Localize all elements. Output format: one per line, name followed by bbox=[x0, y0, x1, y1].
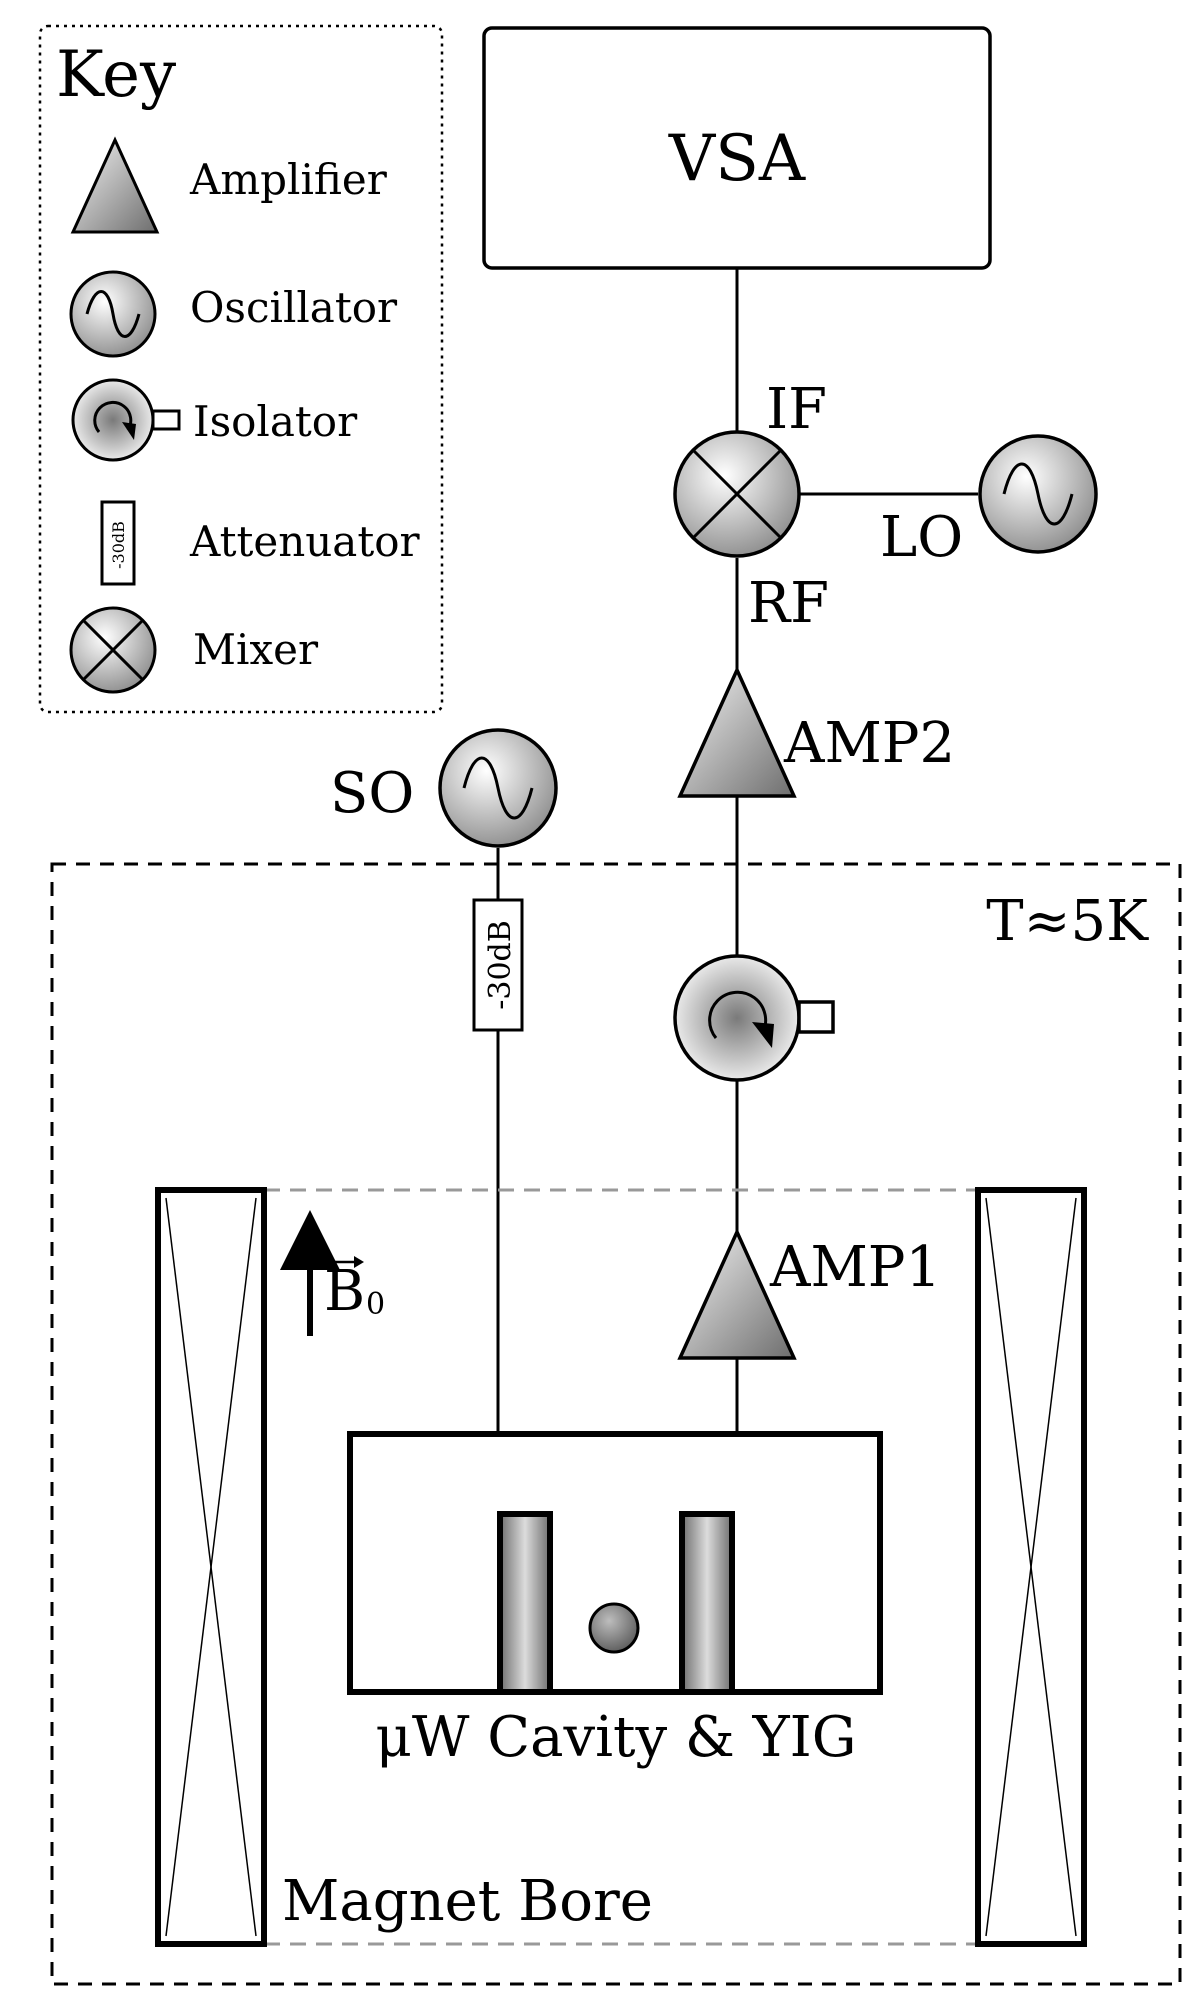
cryostat-boundary bbox=[50, 862, 1182, 1986]
microwave-cavity bbox=[347, 1431, 883, 1695]
mixer-icon bbox=[69, 606, 157, 694]
amp2-label: AMP2 bbox=[783, 711, 955, 776]
isolator-icon bbox=[71, 378, 181, 462]
if-label: IF bbox=[766, 377, 827, 442]
rf-label: RF bbox=[748, 571, 829, 636]
amplifier-icon bbox=[70, 136, 160, 234]
key-label-mixer: Mixer bbox=[193, 625, 319, 674]
key-label-oscillator: Oscillator bbox=[190, 283, 398, 332]
vsa-box: VSA bbox=[482, 26, 992, 270]
cavity-label: μW Cavity & YIG bbox=[376, 1705, 857, 1770]
attenuator-text: -30dB bbox=[483, 920, 518, 1010]
amp2-amplifier-icon bbox=[677, 665, 797, 798]
field-label-subscript: 0 bbox=[366, 1287, 385, 1322]
mixer bbox=[673, 430, 801, 558]
key-label-amplifier: Amplifier bbox=[189, 155, 388, 204]
magnet-coil-left bbox=[155, 1187, 267, 1947]
amp1-label: AMP1 bbox=[769, 1235, 941, 1300]
field-label-symbol: B bbox=[324, 1259, 365, 1324]
so-oscillator-icon bbox=[438, 728, 558, 848]
vsa-label: VSA bbox=[668, 122, 806, 196]
key-attenuator-text: -30dB bbox=[109, 521, 128, 569]
attenuator-block: -30dB bbox=[472, 898, 524, 1032]
temperature-label: T≈5K bbox=[986, 889, 1149, 954]
field-label: B 0 bbox=[324, 1256, 385, 1324]
key-label-isolator: Isolator bbox=[193, 397, 358, 446]
so-label: SO bbox=[330, 761, 414, 826]
amp1-amplifier-icon bbox=[677, 1227, 797, 1360]
yig-sphere bbox=[588, 1602, 640, 1654]
magnet-coil-right bbox=[975, 1187, 1087, 1947]
cavity-post-left bbox=[497, 1511, 553, 1695]
key-title: Key bbox=[56, 38, 176, 112]
key-legend: Key Amplifier Oscillator Isolator -30dB … bbox=[38, 24, 444, 714]
magnet-bore-label: Magnet Bore bbox=[282, 1869, 653, 1934]
attenuator-icon: -30dB bbox=[100, 500, 136, 586]
lo-oscillator-icon bbox=[978, 434, 1098, 554]
cavity-post-right bbox=[679, 1511, 735, 1695]
key-border bbox=[38, 24, 444, 714]
key-label-attenuator: Attenuator bbox=[189, 517, 421, 566]
oscillator-icon bbox=[69, 270, 157, 358]
isolator-icon bbox=[673, 954, 835, 1082]
lo-label: LO bbox=[880, 505, 963, 570]
